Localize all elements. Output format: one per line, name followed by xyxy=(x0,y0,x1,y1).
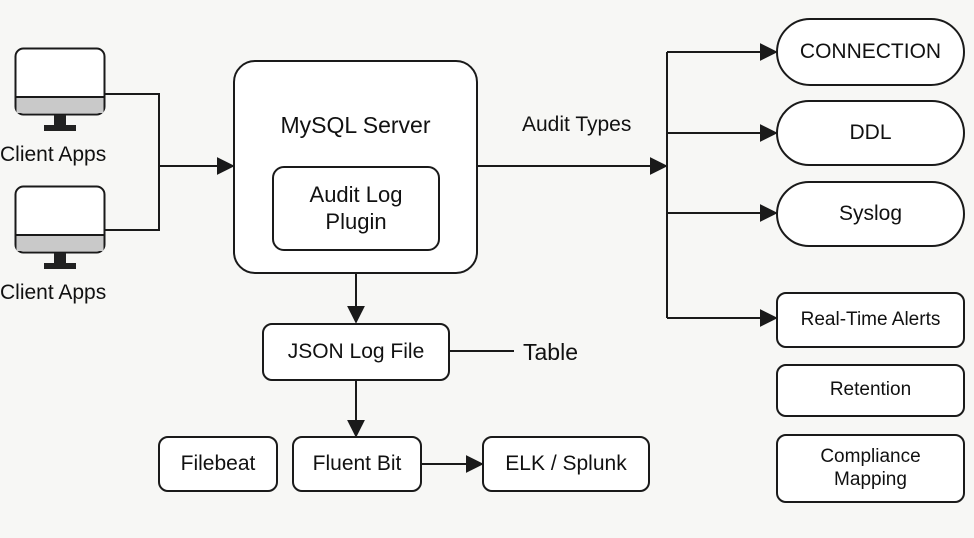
audit-types-label: Audit Types xyxy=(522,113,632,136)
type-ddl-node: DDL xyxy=(776,100,965,166)
compliance-line-1: Compliance xyxy=(820,445,921,467)
mysql-server-title: MySQL Server xyxy=(280,112,431,138)
type-connection-label: CONNECTION xyxy=(799,40,942,64)
elk-splunk-label: ELK / Splunk xyxy=(505,452,627,476)
real-time-alerts-label: Real-Time Alerts xyxy=(800,308,941,330)
client1-connector xyxy=(104,93,160,231)
compliance-mapping-node: Compliance Mapping xyxy=(776,434,965,503)
type-syslog-label: Syslog xyxy=(838,202,903,226)
plugin-line-1: Audit Log xyxy=(309,182,403,208)
plugin-line-2: Plugin xyxy=(325,208,387,234)
real-time-alerts-node: Real-Time Alerts xyxy=(776,292,965,348)
client-apps-label: Client Apps xyxy=(0,143,107,166)
monitor-icon xyxy=(14,47,106,131)
json-log-label: JSON Log File xyxy=(287,340,425,364)
fluent-bit-label: Fluent Bit xyxy=(312,452,402,476)
type-ddl-label: DDL xyxy=(849,121,892,145)
elk-splunk-node: ELK / Splunk xyxy=(482,436,650,492)
monitor-icon xyxy=(14,185,106,269)
client-apps-label: Client Apps xyxy=(0,281,107,304)
compliance-line-2: Mapping xyxy=(834,468,907,490)
table-label: Table xyxy=(523,339,578,365)
filebeat-label: Filebeat xyxy=(180,452,256,476)
audit-log-plugin-node: Audit Log Plugin xyxy=(272,166,440,251)
type-syslog-node: Syslog xyxy=(776,181,965,247)
json-log-file-node: JSON Log File xyxy=(262,323,450,381)
retention-label: Retention xyxy=(829,379,912,401)
type-connection-node: CONNECTION xyxy=(776,18,965,86)
fluent-bit-node: Fluent Bit xyxy=(292,436,422,492)
retention-node: Retention xyxy=(776,364,965,417)
filebeat-node: Filebeat xyxy=(158,436,278,492)
